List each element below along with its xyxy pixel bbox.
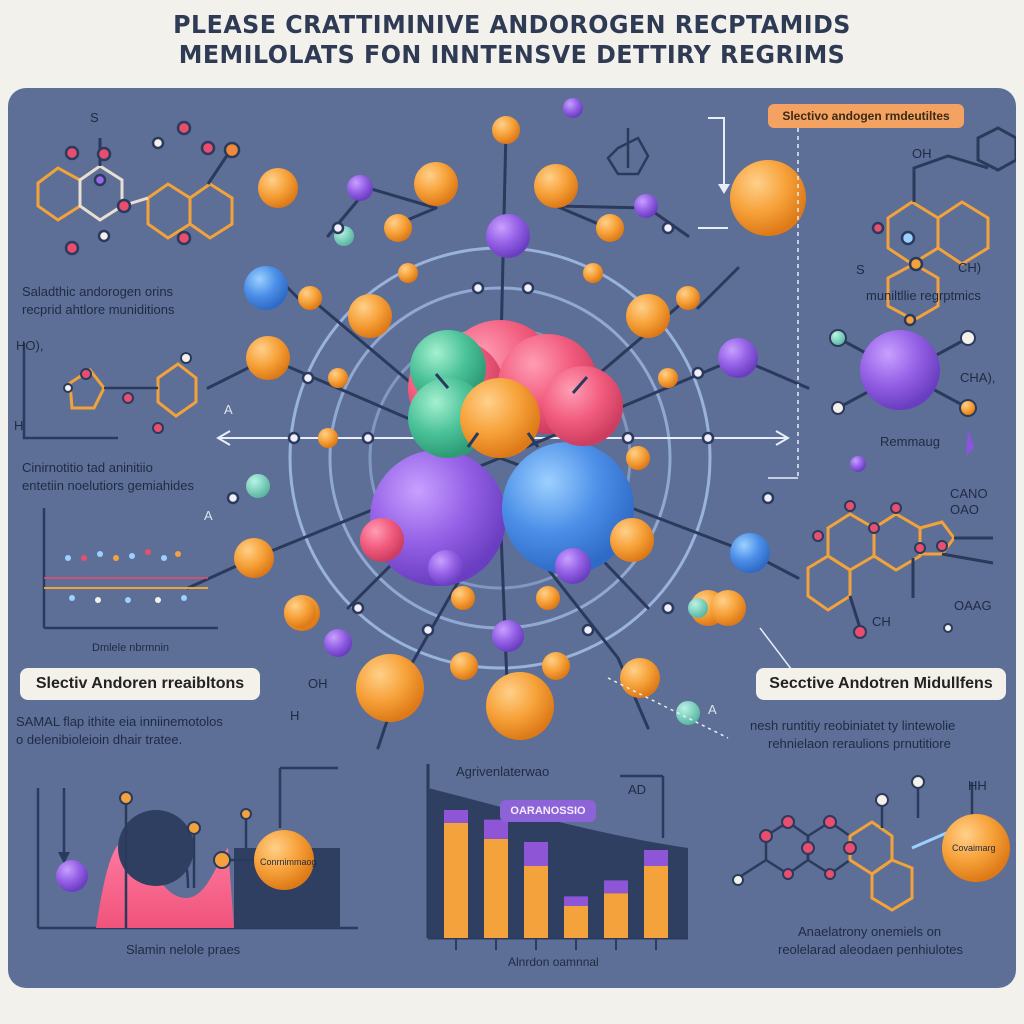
page-title: PLEASE CRATTIMINIVE ANDOROGEN RECPTAMIDS… — [0, 10, 1024, 70]
center-bar-chart — [426, 764, 688, 950]
left-scatter-points — [65, 549, 187, 603]
bar-5-series-1 — [604, 893, 628, 938]
connector-dots — [226, 221, 775, 637]
right-top-atoms — [730, 160, 924, 327]
top-right-pill: Slectivo andogen rmdeutiltes — [768, 104, 964, 128]
bar-3-series-1 — [524, 866, 548, 938]
left-pill: Slectiv Andoren rreaibltons — [20, 668, 260, 700]
bar-6-series-2 — [644, 850, 668, 866]
left-ho-label: HO), — [16, 338, 44, 353]
right-ramaug-label: Remmaug — [880, 434, 940, 449]
left-small-molecule — [22, 343, 198, 440]
right-pill: Secctive Andotren Midullfens — [756, 668, 1006, 700]
diagram-panel: Slectivo andogen rmdeutiltes Saladthic a… — [8, 88, 1016, 988]
center-chart-ad-label: AD — [628, 782, 647, 797]
bar-5-series-2 — [604, 880, 628, 894]
bar-1-series-2 — [444, 810, 468, 823]
right-cha-label: CHA), — [960, 370, 996, 385]
left-mid-caption-2: entetiin noelutiors gemiahides — [22, 478, 194, 493]
right-bottom-caption-1: Anaelatrony onemiels on — [798, 924, 942, 939]
bar-1-series-1 — [444, 822, 468, 938]
bar-6-series-1 — [644, 866, 668, 938]
bar-2-series-1 — [484, 838, 508, 938]
central-protein-cluster — [370, 320, 634, 586]
left-h-label: H — [14, 418, 24, 433]
center-chart-xlabel: Alnrdon oamnnal — [508, 955, 599, 969]
center-oh-label: OH — [308, 676, 328, 691]
center-chart-pill: OARANOSSIO — [500, 800, 596, 822]
right-mid-caption: muniltllie regrptmics — [866, 288, 981, 303]
right-sub-line-2: rehnielaon reraulions prnutitiore — [768, 736, 951, 751]
bar-4-series-2 — [564, 896, 588, 906]
diagram-canvas — [22, 98, 1016, 950]
left-a2-label: A — [204, 508, 213, 523]
right-bottom-hh-label: HH — [968, 778, 987, 793]
center-a-label: A — [708, 702, 717, 717]
center-h-label: H — [290, 708, 300, 723]
bar-4-series-1 — [564, 906, 588, 938]
left-scatter-chart — [42, 508, 218, 630]
right-sub-line-1: nesh runtitiy reobiniatet ty lintewolie — [750, 718, 956, 733]
left-top-atoms — [64, 120, 241, 256]
left-top-caption-1: Saladthic andorogen orins — [22, 284, 174, 299]
right-bottom-ball-label: Covaimarg — [952, 843, 996, 853]
right-s-label: S — [856, 262, 865, 277]
bottom-left-ball-label: Conrnimmaog — [260, 857, 317, 867]
left-top-caption-2: recprid ahtlore muniditions — [22, 302, 175, 317]
bottom-right-atoms — [732, 775, 1010, 886]
bottom-left-area-chart — [36, 766, 358, 930]
right-ch-label: CH — [872, 614, 891, 629]
right-bottom-caption-2: reolelarad aleodaen penhiulotes — [778, 942, 964, 957]
left-chart-xlabel: Dmlele nbrmnin — [92, 642, 170, 654]
left-s-label: S — [90, 110, 99, 125]
title-line-1: PLEASE CRATTIMINIVE ANDOROGEN RECPTAMIDS — [173, 10, 851, 39]
left-mid-caption-1: Cinirnotitio tad aninitiio — [22, 460, 153, 475]
right-ch3-label: CH) — [958, 260, 982, 275]
right-mid-atom — [829, 329, 977, 472]
right-mid-molecule-atoms — [812, 500, 953, 639]
center-chart-title: Agrivenlaterwao — [456, 764, 550, 779]
left-small-atoms — [63, 352, 192, 434]
title-line-2: MEMILOLATS FON INNTENSVE DETTIRY REGRIMS — [178, 40, 846, 69]
left-bottom-line-1: SAMAL flap ithite eia inniinemotolos — [16, 714, 223, 729]
left-bottom-line-2: o delenibioleioin dhair tratee. — [16, 732, 183, 747]
satellite-atoms — [234, 98, 770, 740]
right-oaag-label: OAAG — [954, 598, 992, 613]
bar-2-series-2 — [484, 819, 508, 839]
bottom-left-xlabel: Slamin nelole praes — [126, 942, 241, 957]
left-a-label: A — [224, 402, 233, 417]
right-ano-label: CANO OAO — [950, 486, 988, 517]
bar-3-series-2 — [524, 842, 548, 866]
right-oh-label: OH — [912, 146, 932, 161]
